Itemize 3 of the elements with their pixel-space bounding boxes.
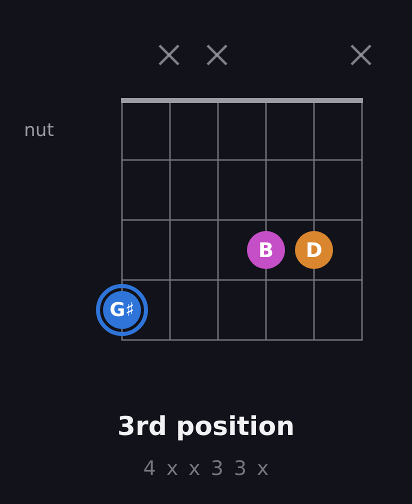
fingering-label: 4 x x 3 3 x xyxy=(143,456,271,480)
chord-title: 3rd position xyxy=(117,412,295,444)
nut-label: nut xyxy=(24,120,54,142)
